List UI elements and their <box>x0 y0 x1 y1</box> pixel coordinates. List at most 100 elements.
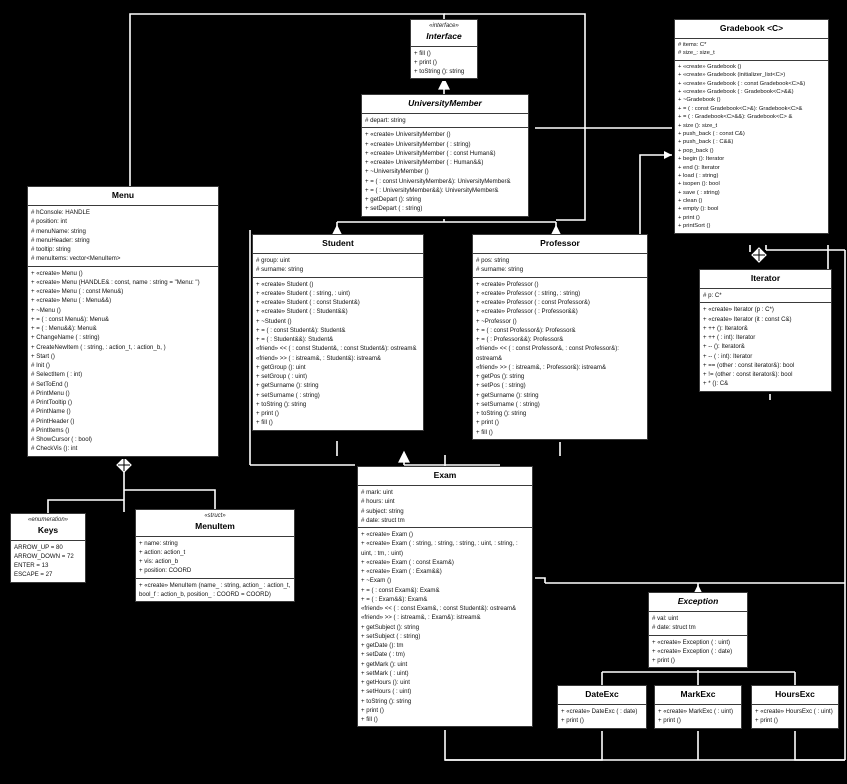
operation-row: + print () <box>361 706 384 714</box>
attribute-row: # tooltip: string <box>31 246 71 254</box>
operation-row: + save ( : string) <box>678 189 720 196</box>
class-operations-gradebook: + «create» Gradebook () + «create» Grade… <box>675 61 828 233</box>
operation-row: + «create» Exam ( : Exam&&) <box>361 568 442 576</box>
attribute-row: + position: COORD <box>139 567 192 575</box>
operation-row: # CheckVis (): int <box>31 445 78 453</box>
attribute-row: ENTER = 13 <box>14 562 49 570</box>
class-name: UniversityMember <box>408 98 482 108</box>
operation-row: + clean () <box>678 198 703 205</box>
class-attributes-exception: # val: uint # date: struct tm <box>649 612 747 636</box>
operation-row: + ++ (): Iterator& <box>703 324 748 332</box>
operation-row: + push_back ( : C&&) <box>678 139 734 146</box>
arrowhead-realization-exam <box>398 450 410 463</box>
operation-row: + «create» UniversityMember ( : string) <box>365 140 471 148</box>
operation-row: + != (other : const iterator&): bool <box>703 371 793 379</box>
class-box-professor[interactable]: Professor # pos: string # surname: strin… <box>472 234 648 440</box>
operation-row: + getSurname (): string <box>256 382 319 390</box>
operation-row: + fill () <box>256 419 273 427</box>
operation-row: + pop_back () <box>678 147 714 154</box>
operation-row: + «create» HoursExc ( : uint) <box>755 708 833 716</box>
class-box-menuitem[interactable]: «struct» MenuItem + name: string + actio… <box>135 509 295 603</box>
attribute-row: # surname: string <box>256 266 304 274</box>
operation-row: + «create» Student () <box>256 280 314 288</box>
class-name: Gradebook <C> <box>719 23 784 33</box>
attribute-row: # position: int <box>31 218 67 226</box>
class-box-exam[interactable]: Exam # mark: uint # hours: uint # subjec… <box>357 466 533 728</box>
class-box-interface[interactable]: «interface» Interface + fill () + print … <box>410 19 478 80</box>
operation-row: + -- (): Iterator& <box>703 343 745 351</box>
operation-row: + print () <box>658 717 681 725</box>
class-name: MarkExc <box>680 689 716 699</box>
attribute-row: ESCAPE = 27 <box>14 571 53 579</box>
class-header-exam: Exam <box>358 467 532 487</box>
attribute-row: # hConsole: HANDLE <box>31 209 90 217</box>
operation-row: + «create» MarkExc ( : uint) <box>658 708 734 716</box>
operation-row: + setMark ( : uint) <box>361 669 409 677</box>
class-box-gradebook[interactable]: Gradebook <C> # items: C* # size_: size_… <box>674 19 829 234</box>
attribute-row: + name: string <box>139 539 178 547</box>
operation-row: + «create» Student ( : Student&&) <box>256 308 348 316</box>
operation-row: # PrintName () <box>31 408 71 416</box>
class-header-dateexc: DateExc <box>558 686 646 706</box>
operation-row: + load ( : string) <box>678 172 719 179</box>
operation-row: + print () <box>755 717 778 725</box>
operation-row: + ++ ( : int): Iterator <box>703 334 756 342</box>
operation-row: + «create» Menu ( : Menu&&) <box>31 297 112 305</box>
class-box-iterator[interactable]: Iterator # p: C* + «create» Iterator (p … <box>699 269 832 392</box>
class-box-markexc[interactable]: MarkExc + «create» MarkExc ( : uint) + p… <box>654 685 742 729</box>
class-box-student[interactable]: Student # group: uint # surname: string … <box>252 234 424 431</box>
operation-row: «friend» << ( : const Exam&, : const Stu… <box>361 605 517 613</box>
operation-row: + printSort () <box>678 223 711 230</box>
attribute-row: ARROW_DOWN = 72 <box>14 552 74 560</box>
operation-row: + setDate ( : tm) <box>361 651 405 659</box>
operation-row: + setDepart ( : string) <box>365 205 423 213</box>
class-operations-professor: + «create» Professor () + «create» Profe… <box>473 278 647 439</box>
operation-row: + «create» UniversityMember () <box>365 131 451 139</box>
class-box-menu[interactable]: Menu # hConsole: HANDLE # position: int … <box>27 186 219 457</box>
class-name: Interface <box>426 30 462 41</box>
attribute-row: # date: struct tm <box>652 624 696 632</box>
operation-row: + fill () <box>414 49 431 57</box>
class-box-hoursexc[interactable]: HoursExc + «create» HoursExc ( : uint) +… <box>751 685 839 729</box>
class-box-dateexc[interactable]: DateExc + «create» DateExc ( : date) + p… <box>557 685 647 729</box>
class-name: Exam <box>433 470 457 480</box>
operation-row: + getDepart (): string <box>365 196 422 204</box>
operation-row: + getMark (): uint <box>361 660 408 668</box>
operation-row: + CreateNewItem ( : string, : action_t, … <box>31 343 166 351</box>
class-box-exception[interactable]: Exception # val: uint # date: struct tm … <box>648 592 748 669</box>
operation-row: + ~Exam () <box>361 577 392 585</box>
operation-row: + * (): C& <box>703 380 729 388</box>
operation-row: «friend» >> ( : istream&, : Exam&): istr… <box>361 614 481 622</box>
operation-row: + -- ( : int): Iterator <box>703 352 753 360</box>
class-operations-dateexc: + «create» DateExc ( : date) + print () <box>558 705 646 728</box>
class-header-professor: Professor <box>473 235 647 255</box>
class-operations-exception: + «create» Exception ( : uint) + «create… <box>649 636 747 668</box>
operation-row: + print () <box>414 58 437 66</box>
class-attributes-iterator: # p: C* <box>700 289 831 304</box>
attribute-row: # menuHeader: string <box>31 236 90 244</box>
operation-row: # SetToEnd () <box>31 380 69 388</box>
class-operations-interface: + fill () + print () + toString (): stri… <box>411 47 477 79</box>
operation-row: + = ( : const Student&): Student& <box>256 326 346 334</box>
operation-row: + «create» Iterator (p : C*) <box>703 306 774 314</box>
class-box-keys[interactable]: «enumeration» Keys ARROW_UP = 80 ARROW_D… <box>10 513 86 583</box>
class-box-universitymember[interactable]: UniversityMember # depart: string + «cre… <box>361 94 529 217</box>
operation-row: + push_back ( : const C&) <box>678 130 745 137</box>
operation-row: + = ( : const Exam&): Exam& <box>361 586 440 594</box>
operation-row: + print () <box>256 410 279 418</box>
operation-row: + getSubject (): string <box>361 623 420 631</box>
operation-row: + setSurname ( : string) <box>256 391 320 399</box>
operation-row: + «create» Menu () <box>31 269 83 277</box>
operation-row: «friend» << ( : const Student&, : const … <box>256 345 417 353</box>
class-attributes-exam: # mark: uint # hours: uint # subject: st… <box>358 486 532 529</box>
operation-row: + ~UniversityMember () <box>365 168 429 176</box>
operation-row: + setSubject ( : string) <box>361 632 421 640</box>
operation-row: + empty (): bool <box>678 206 719 213</box>
operation-row: # Init () <box>31 362 50 370</box>
operation-row: + ~Professor () <box>476 317 517 325</box>
arrowhead-gradebook-left <box>664 151 672 159</box>
operation-row: + begin (): Iterator <box>678 156 725 163</box>
class-header-markexc: MarkExc <box>655 686 741 706</box>
attribute-row: # surname: string <box>476 266 524 274</box>
operation-row: + toString (): string <box>476 410 527 418</box>
